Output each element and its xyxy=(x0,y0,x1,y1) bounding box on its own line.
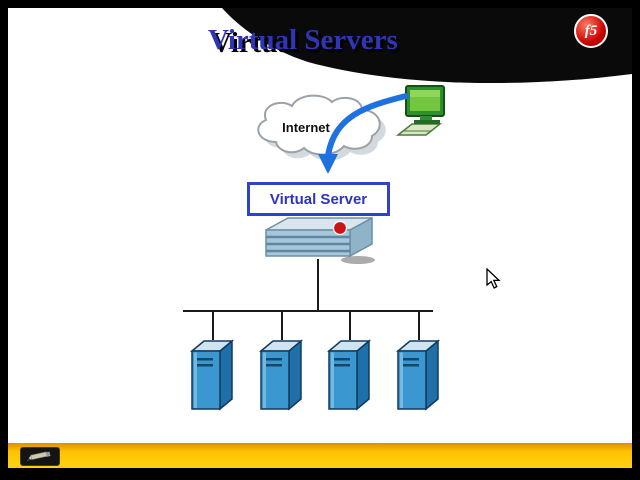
mouse-cursor-icon xyxy=(486,268,501,289)
server-tower xyxy=(258,338,305,412)
drop-line xyxy=(281,311,283,340)
server-tower xyxy=(395,338,442,412)
server-tower-icon xyxy=(189,339,235,411)
f5-logo-text: f5 xyxy=(584,22,598,39)
server-tower-icon xyxy=(258,339,304,411)
server-tower xyxy=(326,338,373,412)
drop-line xyxy=(349,311,351,340)
pen-tool-button[interactable] xyxy=(20,447,60,466)
slide-title: Virtual Servers xyxy=(208,24,398,56)
internet-label: Internet xyxy=(282,120,330,135)
network-bus-line xyxy=(183,310,433,312)
drop-line xyxy=(212,311,214,340)
computer-icon xyxy=(395,85,445,136)
virtual-server-label: Virtual Server xyxy=(269,190,368,208)
drop-line xyxy=(418,311,420,340)
traffic-arrow-icon xyxy=(318,93,409,174)
server-tower-icon xyxy=(326,339,372,411)
slide-canvas: f5 Virtual Servers Internet xyxy=(8,8,632,468)
server-tower-icon xyxy=(395,339,441,411)
bigip-appliance-icon xyxy=(258,214,378,266)
client-computer-icon xyxy=(395,84,452,142)
pencil-icon xyxy=(27,451,51,461)
virtual-server-box: Virtual Server xyxy=(247,182,390,216)
uplink-line xyxy=(317,259,319,311)
server-tower xyxy=(189,338,236,412)
slide-footer-bar xyxy=(8,443,632,468)
server-farm xyxy=(8,338,632,416)
f5-logo: f5 xyxy=(574,14,608,48)
